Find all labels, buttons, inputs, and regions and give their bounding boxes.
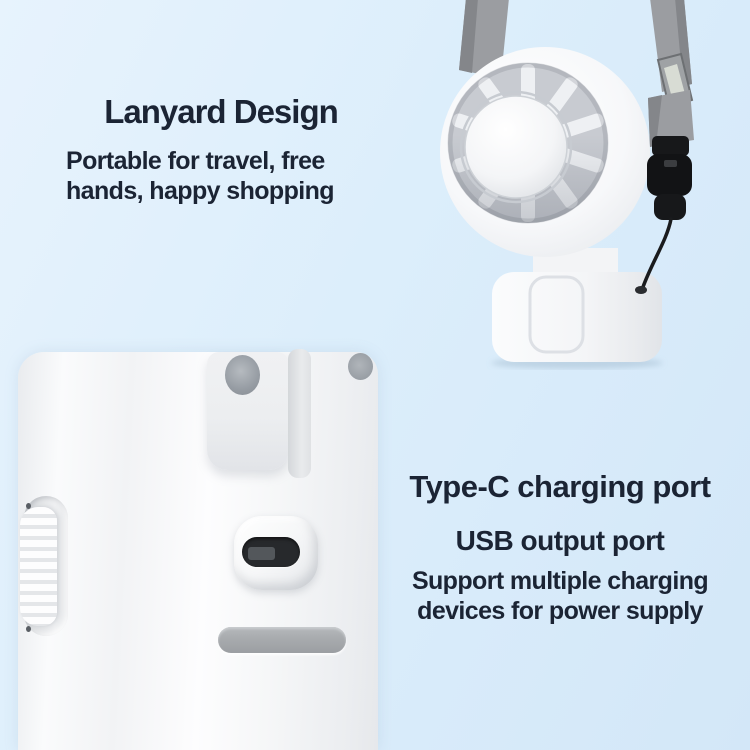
lanyard-strap-left xyxy=(459,0,509,78)
speed-scroll-wheel xyxy=(20,507,57,626)
lanyard-text-block: Lanyard Design Portable for travel, free… xyxy=(58,92,384,206)
charging-description: Support multiple charging devices for po… xyxy=(382,566,738,626)
fan-lanyard-photo xyxy=(380,0,750,370)
fan-lanyard-illustration xyxy=(440,0,694,369)
wheel-notch xyxy=(26,626,31,632)
usb-output-slot xyxy=(218,627,346,653)
wheel-notch xyxy=(26,503,31,509)
lanyard-title: Lanyard Design xyxy=(104,93,339,130)
charging-text-block: Type-C charging port USB output port Sup… xyxy=(382,468,738,626)
lanyard-subtitle-line: Portable for travel, free xyxy=(66,146,325,175)
lanyard-subtitle: Portable for travel, free hands, happy s… xyxy=(58,146,384,206)
handle-crease xyxy=(528,275,585,354)
fan-handle xyxy=(492,272,662,362)
fan-center-cap xyxy=(464,95,568,199)
charging-description-line: Support multiple charging xyxy=(411,567,709,596)
lanyard-subtitle-line: hands, happy shopping xyxy=(66,176,335,205)
hinge-bar xyxy=(288,349,311,478)
lanyard-clasp xyxy=(647,136,692,220)
clasp-cord xyxy=(641,217,673,289)
charging-description-line: devices for power supply xyxy=(417,597,703,626)
charging-subtitle: USB output port xyxy=(455,525,665,557)
type-c-port-tongue xyxy=(248,547,275,560)
hinge-hole-icon xyxy=(348,353,373,380)
fan-center-cap-ring xyxy=(459,90,573,204)
charging-title: Type-C charging port xyxy=(409,469,711,504)
hinge-hole-icon xyxy=(225,355,260,395)
fan-handle-body xyxy=(18,352,378,750)
cord-anchor-hole xyxy=(635,286,647,294)
strap-fold-shade xyxy=(648,95,662,147)
